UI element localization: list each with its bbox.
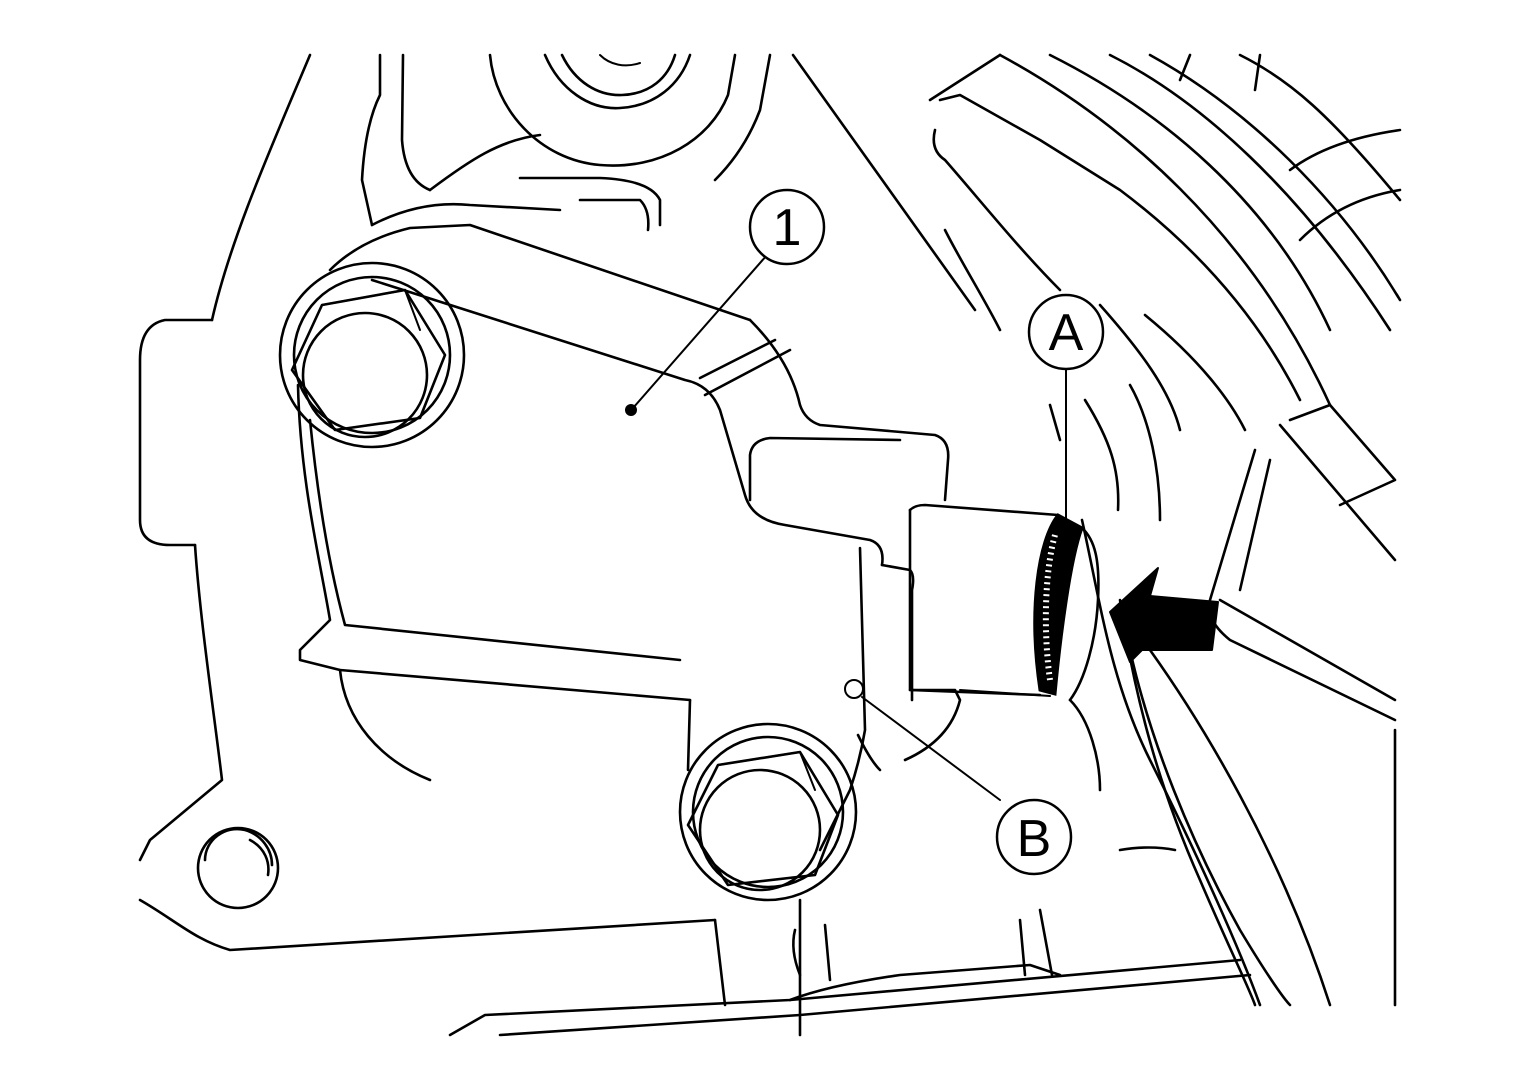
diagonal-edges <box>791 53 1002 332</box>
housing-outline <box>138 53 727 1007</box>
leader-lines <box>625 254 1067 801</box>
bolt-lower <box>678 722 858 902</box>
push-arrow-icon <box>1109 567 1219 663</box>
bolt-upper <box>278 261 466 449</box>
mounting-hole <box>196 826 280 910</box>
bottom-outline <box>448 846 1252 1037</box>
bracket-body <box>296 223 962 852</box>
sensor-tube <box>908 503 1060 697</box>
leader-dot-1 <box>625 404 637 416</box>
callout-a-label: A <box>1049 304 1084 362</box>
callout-1: 1 <box>748 188 826 266</box>
point-b-marker <box>844 679 864 699</box>
o-ring-a <box>1033 513 1100 702</box>
callout-a: A <box>1027 293 1105 371</box>
callout-1-label: 1 <box>773 199 802 257</box>
callout-b: B <box>995 798 1073 876</box>
callout-b-label: B <box>1017 810 1052 868</box>
right-housing <box>932 53 1402 1007</box>
top-boss <box>488 53 772 182</box>
